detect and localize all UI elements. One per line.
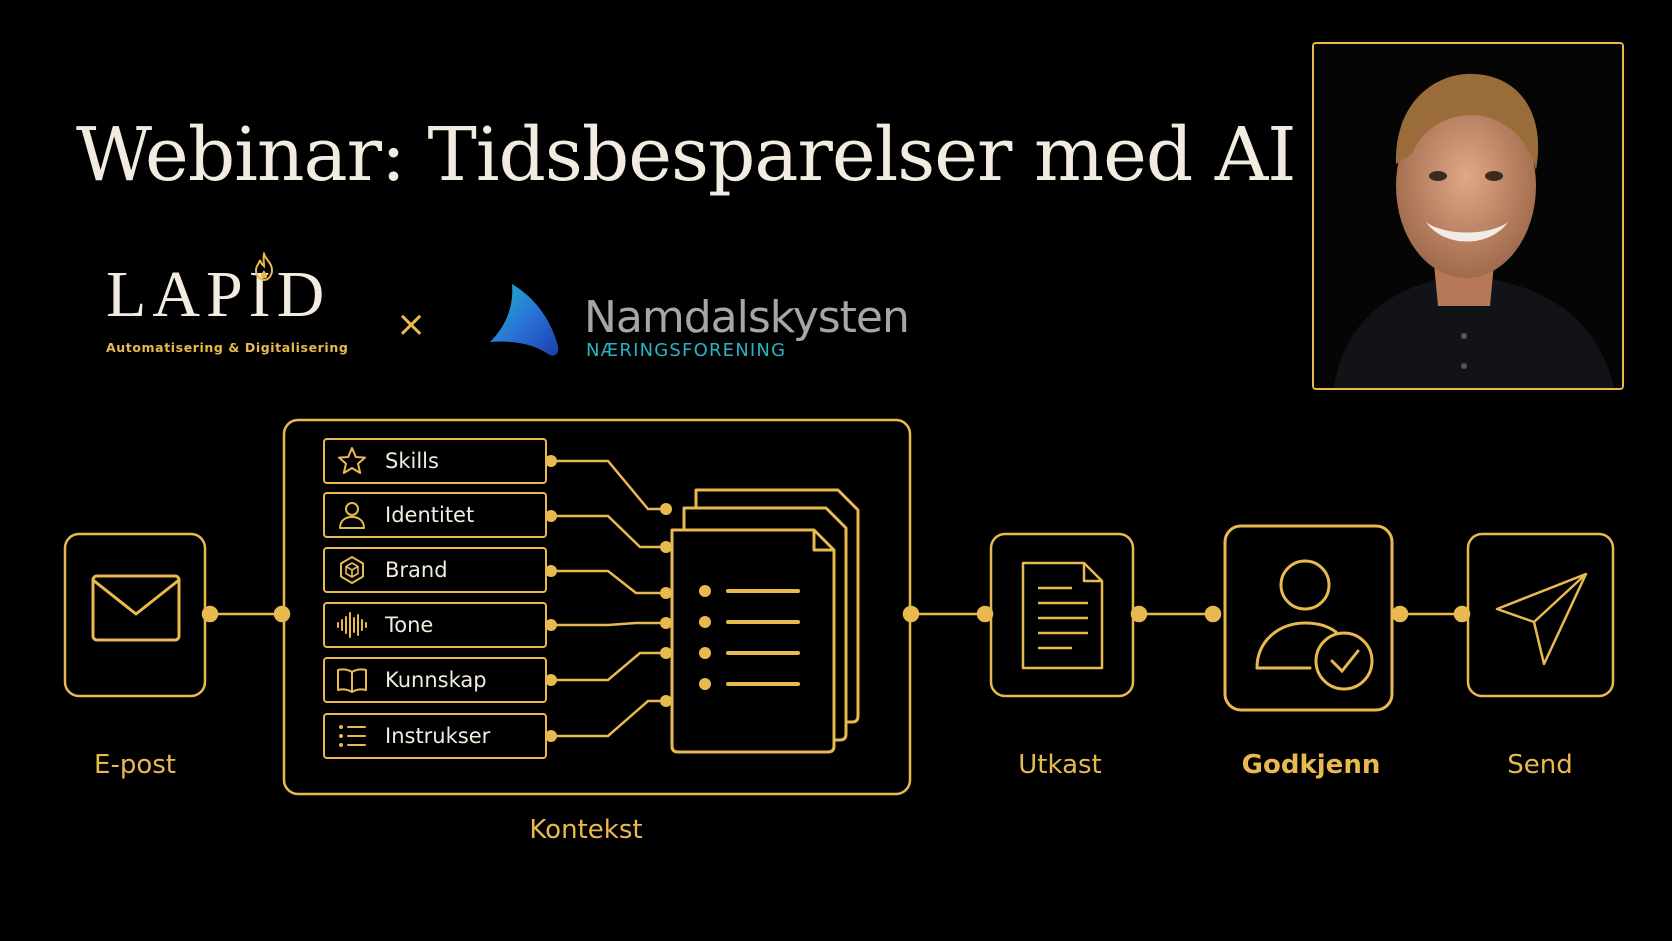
- speaker-photo: [1312, 42, 1624, 390]
- page-title: Webinar: Tidsbesparelser med AI: [76, 112, 1296, 198]
- flow-connectors: [201, 605, 1471, 623]
- list-icon: [339, 725, 366, 747]
- context-item-tone: Tone: [323, 602, 547, 648]
- document-icon: [1021, 561, 1104, 670]
- context-item-label: Identitet: [385, 503, 475, 527]
- context-item-label: Tone: [385, 613, 434, 637]
- step-label-utkast: Utkast: [1018, 750, 1102, 780]
- context-item-label: Skills: [385, 449, 439, 473]
- utkast-box: [989, 532, 1135, 698]
- namdalskysten-subtitle: NÆRINGSFORENING: [586, 340, 787, 361]
- lapid-wordmark: LAPID: [106, 258, 331, 331]
- flame-icon: [254, 252, 274, 282]
- step-label-kontekst: Kontekst: [529, 815, 643, 845]
- user-check-icon: [1255, 559, 1374, 691]
- step-label-send: Send: [1507, 750, 1573, 780]
- hexagon-cube-icon: [340, 556, 364, 584]
- context-item-label: Kunnskap: [385, 668, 487, 692]
- document-list-lines: [699, 585, 800, 690]
- step-label-epost: E-post: [94, 750, 176, 780]
- waveform-icon: [337, 612, 367, 638]
- context-item-kunnskap: Kunnskap: [323, 657, 547, 703]
- context-item-skills: Skills: [323, 438, 547, 484]
- logo-separator: ×: [396, 304, 427, 345]
- context-item-brand: Brand: [323, 547, 547, 593]
- speaker-portrait: [1314, 44, 1622, 388]
- star-icon: [338, 447, 366, 474]
- godkjenn-box: [1223, 524, 1394, 712]
- step-label-godkjenn: Godkjenn: [1241, 750, 1381, 780]
- paper-plane-icon: [1495, 572, 1588, 666]
- envelope-icon: [91, 574, 181, 642]
- lapid-tagline: Automatisering & Digitalisering: [106, 340, 349, 355]
- context-connector-dots: [545, 455, 672, 742]
- sail-icon: [490, 284, 559, 356]
- user-icon: [339, 502, 365, 529]
- context-item-identitet: Identitet: [323, 492, 547, 538]
- context-connectors: [551, 459, 666, 738]
- context-item-label: Brand: [385, 558, 448, 582]
- namdalskysten-wordmark: Namdalskysten: [584, 292, 910, 343]
- context-item-instrukser: Instrukser: [323, 713, 547, 759]
- context-item-label: Instrukser: [385, 724, 491, 748]
- lapid-logo: LAPID Automatisering & Digitalisering: [106, 252, 349, 355]
- book-icon: [337, 668, 367, 693]
